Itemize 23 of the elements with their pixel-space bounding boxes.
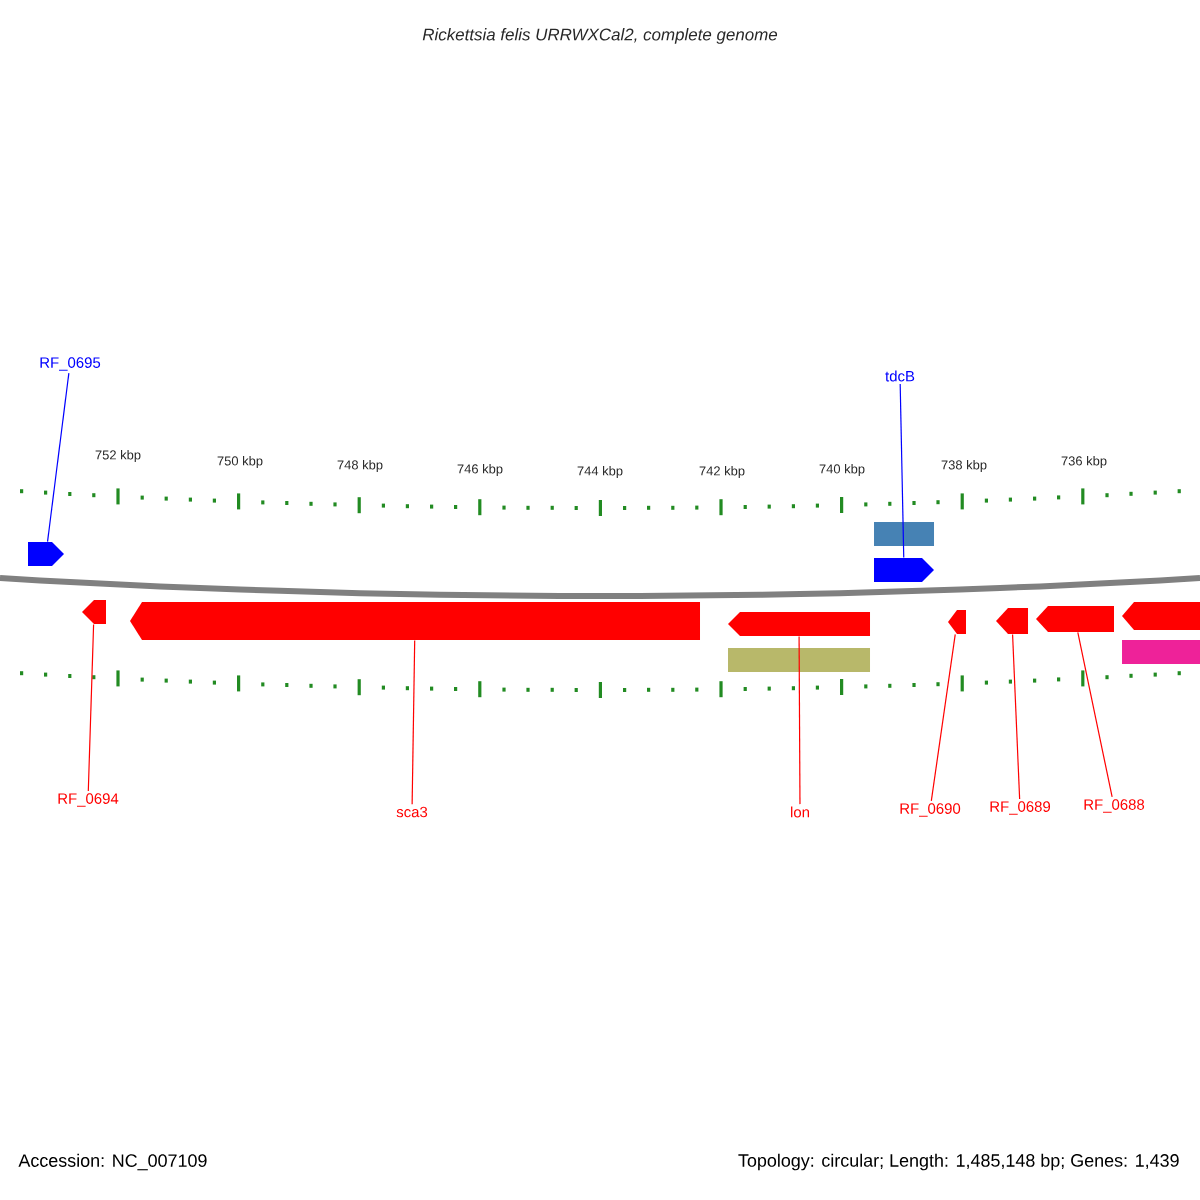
leader-line xyxy=(87,623,95,792)
footer-text: Topology: circular; Length: 1,485,148 bp; Genes: 1,439 xyxy=(738,1153,1179,1171)
gene-feature xyxy=(996,608,1028,634)
gene-feature xyxy=(82,600,106,624)
gene-feature xyxy=(728,612,870,636)
footer-text: Accession: NC_007109 xyxy=(18,1153,207,1171)
gene-feature xyxy=(728,648,870,672)
leader-line xyxy=(1077,631,1113,798)
gene-feature xyxy=(28,542,64,566)
leader-line xyxy=(46,372,70,543)
leader-line xyxy=(411,639,416,805)
leader-line xyxy=(1012,633,1021,800)
leader-line xyxy=(899,383,905,559)
title: Rickettsia felis URRWXCal2, complete genome xyxy=(422,28,778,44)
gene-feature xyxy=(874,522,934,546)
leader-line xyxy=(798,635,801,805)
gene-feature xyxy=(948,610,966,634)
gene-feature xyxy=(1122,602,1200,630)
leader-line xyxy=(930,633,956,802)
gene-feature xyxy=(874,558,934,582)
gene-feature xyxy=(1036,606,1114,632)
gene-feature xyxy=(1122,640,1200,664)
gene-feature xyxy=(130,602,700,640)
